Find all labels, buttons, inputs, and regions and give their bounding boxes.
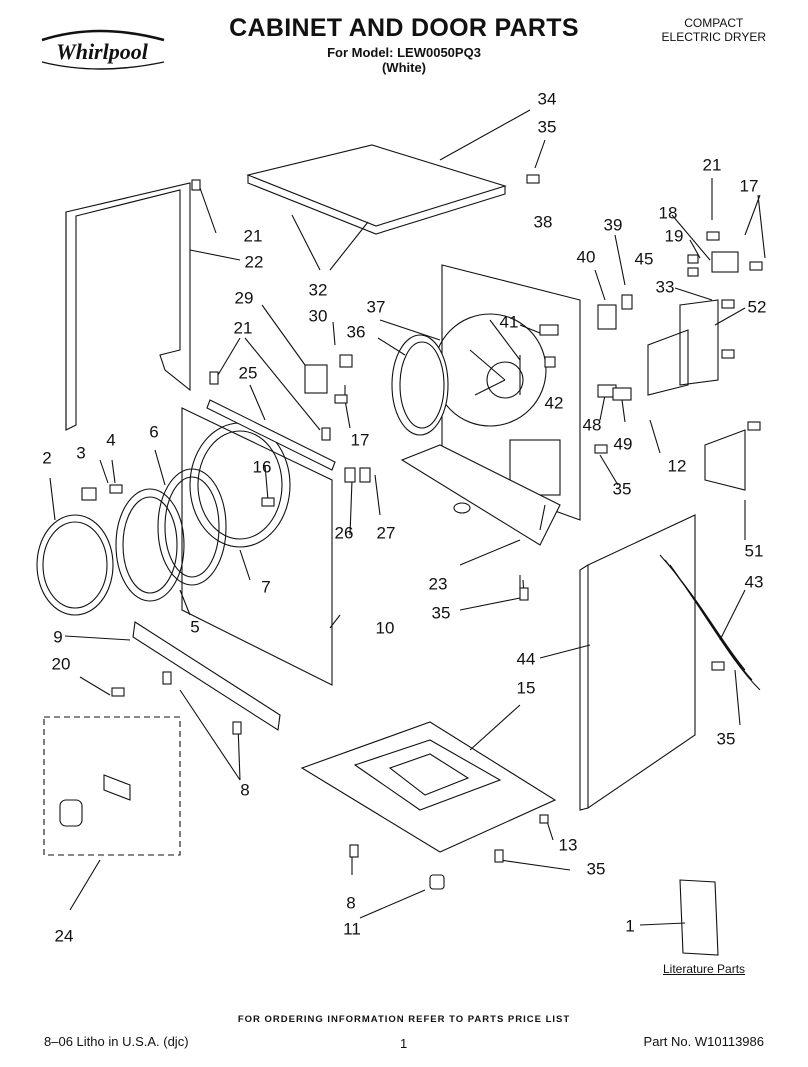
callout-29: 29 <box>234 288 254 308</box>
callout-17b: 17 <box>350 430 370 450</box>
left-side-panel <box>65 182 191 431</box>
page-title: CABINET AND DOOR PARTS <box>229 14 579 42</box>
callout-45: 45 <box>634 249 654 269</box>
ordering-note: FOR ORDERING INFORMATION REFER TO PARTS … <box>237 1014 571 1025</box>
callout-35e: 35 <box>586 859 606 879</box>
callout-48: 48 <box>582 415 602 435</box>
callout-8: 8 <box>240 780 250 800</box>
callout-27: 27 <box>376 523 396 543</box>
callout-6: 6 <box>149 422 159 442</box>
callout-17: 17 <box>739 176 759 196</box>
callout-19: 19 <box>664 226 684 246</box>
callout-44: 44 <box>516 649 536 669</box>
mounting-bracket <box>679 299 719 386</box>
callout-49: 49 <box>613 434 633 454</box>
door-inner-ring <box>157 468 227 586</box>
wire-harness <box>659 554 761 691</box>
base-plate <box>300 721 557 853</box>
control-box <box>647 329 689 396</box>
callout-42: 42 <box>544 393 564 413</box>
callout-13: 13 <box>558 835 578 855</box>
callout-35d: 35 <box>716 729 736 749</box>
callout-25: 25 <box>238 363 258 383</box>
callout-7: 7 <box>261 577 271 597</box>
front-panel <box>181 407 333 686</box>
callout-18: 18 <box>658 203 678 223</box>
callout-20: 20 <box>51 654 71 674</box>
callout-40: 40 <box>576 247 596 267</box>
door-outer-ring <box>36 514 114 616</box>
callout-37: 37 <box>366 297 386 317</box>
page-number: 1 <box>400 1036 408 1051</box>
callout-35: 35 <box>537 117 557 137</box>
literature-book <box>679 879 719 956</box>
product-line-2: ELECTRIC DRYER <box>661 30 766 44</box>
terminal-block <box>704 429 746 491</box>
litho-note: 8–06 Litho in U.S.A. (djc) <box>44 1034 189 1049</box>
callout-12: 12 <box>667 456 687 476</box>
callout-10: 10 <box>375 618 395 638</box>
callout-23: 23 <box>428 574 448 594</box>
callout-32: 32 <box>308 280 328 300</box>
product-line-1: COMPACT <box>684 16 744 30</box>
callout-51: 51 <box>744 541 764 561</box>
model-line: For Model: LEW0050PQ3 <box>327 45 481 60</box>
callout-39: 39 <box>603 215 623 235</box>
callout-21: 21 <box>702 155 722 175</box>
callout-4: 4 <box>106 430 116 450</box>
callout-30: 30 <box>308 306 328 326</box>
callout-11: 11 <box>343 919 361 939</box>
callout-26: 26 <box>334 523 354 543</box>
door-glass <box>115 488 185 602</box>
front-bulkhead-ring <box>391 334 449 436</box>
callout-41: 41 <box>499 312 519 332</box>
bottom-rail <box>400 444 561 546</box>
literature-parts-label: Literature Parts <box>663 962 746 976</box>
callout-2: 2 <box>42 448 52 468</box>
callout-52: 52 <box>747 297 767 317</box>
callout-21c: 21 <box>233 318 253 338</box>
callout-21b: 21 <box>243 226 263 246</box>
callout-24: 24 <box>54 926 74 946</box>
callout-35c: 35 <box>431 603 451 623</box>
callout-35b: 35 <box>612 479 632 499</box>
part-number: Part No. W10113986 <box>643 1034 764 1049</box>
callout-22: 22 <box>244 252 264 272</box>
top-panel <box>246 144 507 227</box>
toe-kick <box>132 621 281 731</box>
hardware-kit-box <box>43 716 181 856</box>
whirlpool-logo: Whirlpool <box>41 29 165 70</box>
callout-33: 33 <box>655 277 675 297</box>
callout-8b: 8 <box>346 893 356 913</box>
callout-38: 38 <box>533 212 553 232</box>
callout-3: 3 <box>76 443 86 463</box>
color-line: (White) <box>381 60 427 75</box>
callout-1: 1 <box>625 916 635 936</box>
callout-34: 34 <box>537 89 557 109</box>
callout-16: 16 <box>252 457 272 477</box>
product-type: COMPACT ELECTRIC DRYER <box>662 16 766 44</box>
callout-43: 43 <box>744 572 764 592</box>
callout-36: 36 <box>346 322 366 342</box>
svg-text:Whirlpool: Whirlpool <box>56 39 149 64</box>
callout-9: 9 <box>53 627 63 647</box>
right-side-panel <box>587 514 696 810</box>
callout-15: 15 <box>516 678 536 698</box>
callout-5: 5 <box>190 617 200 637</box>
